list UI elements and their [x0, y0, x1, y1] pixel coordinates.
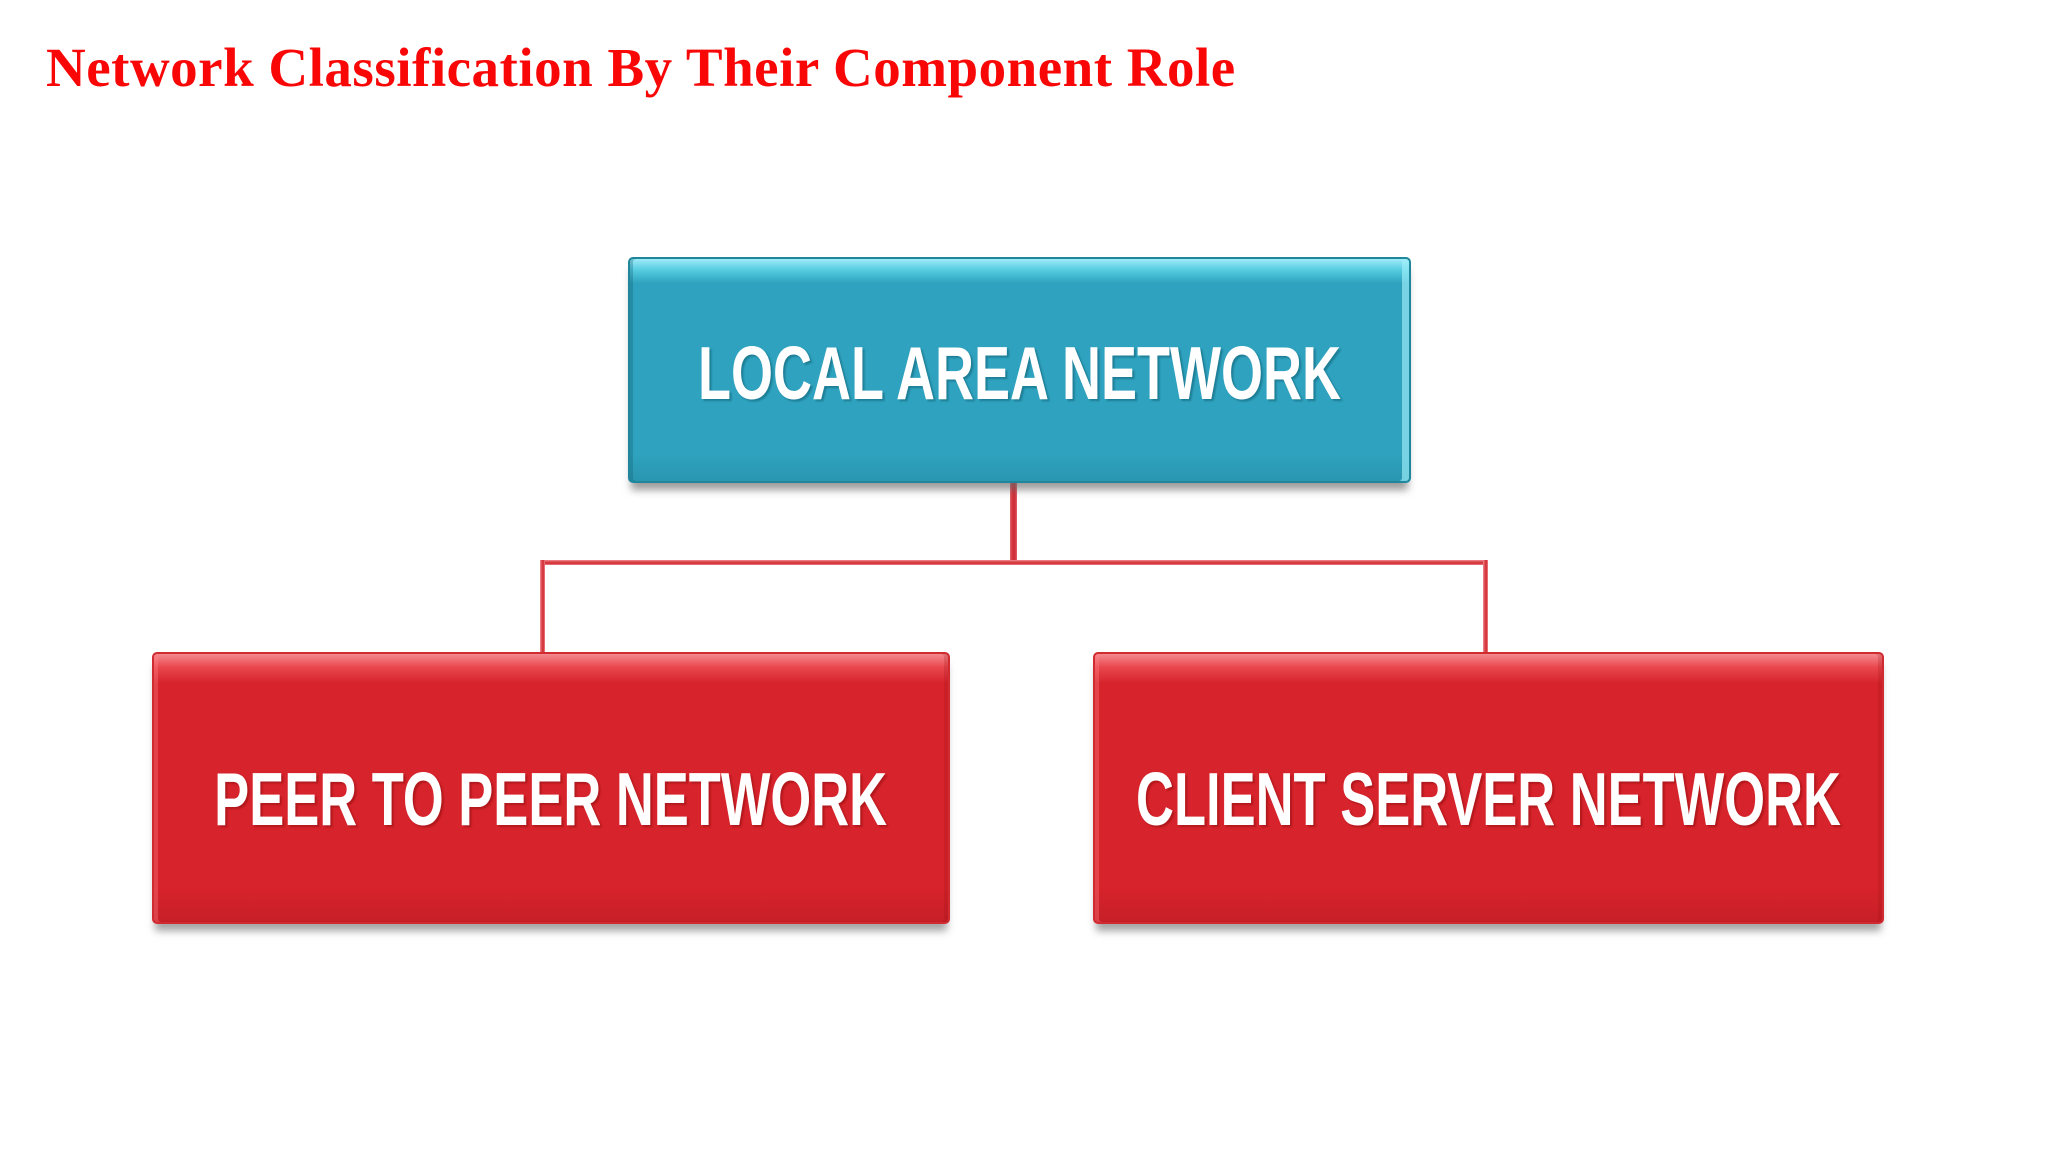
- node-local-area-network-label: LOCAL AREA NETWORK: [698, 330, 1341, 415]
- node-peer-to-peer-network-label: PEER TO PEER NETWORK: [214, 756, 888, 841]
- connector-left-drop: [540, 560, 545, 654]
- node-local-area-network: LOCAL AREA NETWORK: [628, 257, 1411, 483]
- connector-root-stem: [1010, 477, 1017, 565]
- connector-right-drop: [1483, 560, 1488, 654]
- node-peer-to-peer-network: PEER TO PEER NETWORK: [152, 652, 950, 924]
- node-client-server-network-label: CLIENT SERVER NETWORK: [1136, 756, 1841, 841]
- node-client-server-network: CLIENT SERVER NETWORK: [1093, 652, 1884, 924]
- connector-horizontal-line: [540, 560, 1488, 565]
- page-title: Network Classification By Their Componen…: [46, 37, 1236, 98]
